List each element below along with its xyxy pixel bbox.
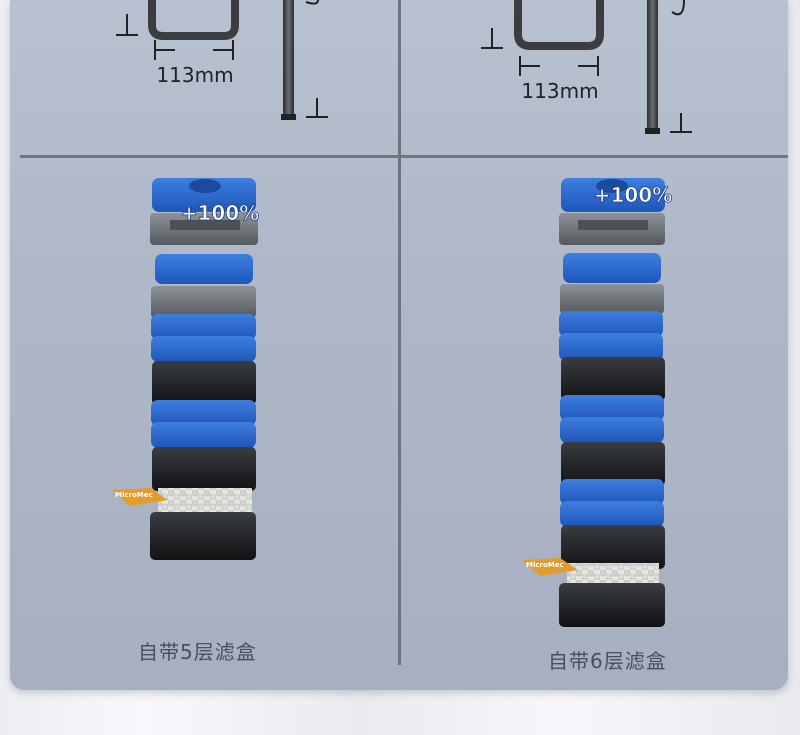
caption-five-layer: 自带5层滤盒 (138, 640, 257, 664)
micromec-tag-right: MicroMec (526, 561, 564, 569)
horizontal-divider (20, 155, 788, 158)
dimension-label-left: 113mm (156, 63, 233, 87)
badge-plus-right: +100% (594, 183, 673, 207)
cut-label-left (305, 0, 319, 5)
tee-mark-left-b (306, 98, 328, 118)
vertical-divider (398, 0, 401, 665)
u-clip-right (514, 0, 604, 50)
dimension-bracket-left (154, 40, 234, 60)
filter-stack-left (112, 178, 258, 560)
micromec-tag-left: MicroMec (115, 491, 153, 499)
pipe-right (647, 0, 658, 132)
pipe-left (283, 0, 294, 118)
cut-label-right (671, 0, 685, 16)
pipe-left-cap (281, 114, 296, 120)
dimension-label-right: 113mm (521, 79, 598, 103)
tee-mark-right-a (481, 28, 503, 49)
pipe-right-cap (645, 128, 660, 134)
badge-plus-left: +100% (181, 201, 260, 225)
tee-mark-left-a (116, 14, 138, 36)
tee-mark-right-b (670, 113, 692, 133)
caption-six-layer: 自带6层滤盒 (548, 649, 667, 673)
filter-stack-right (522, 178, 665, 627)
dimension-bracket-right (519, 56, 599, 76)
u-clip-left (148, 0, 239, 40)
